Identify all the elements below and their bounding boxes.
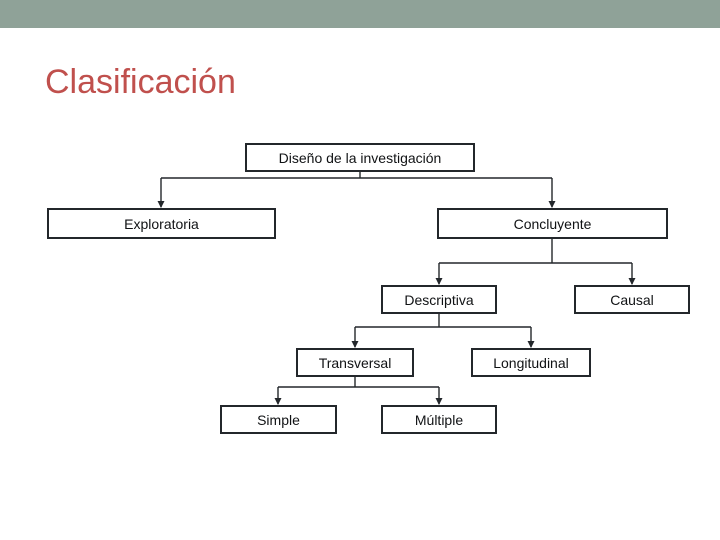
- node-diseno-de-la-investigacion[interactable]: Diseño de la investigación: [245, 143, 475, 172]
- node-descriptiva[interactable]: Descriptiva: [381, 285, 497, 314]
- node-label: Diseño de la investigación: [278, 149, 442, 166]
- node-label: Simple: [257, 411, 300, 428]
- page-title: Clasificación: [45, 63, 236, 101]
- node-label: Causal: [610, 291, 654, 308]
- node-label: Descriptiva: [404, 291, 474, 308]
- node-exploratoria[interactable]: Exploratoria: [47, 208, 276, 239]
- node-transversal[interactable]: Transversal: [296, 348, 414, 377]
- node-causal[interactable]: Causal: [574, 285, 690, 314]
- node-multiple[interactable]: Múltiple: [381, 405, 497, 434]
- node-concluyente[interactable]: Concluyente: [437, 208, 668, 239]
- slide-header-bar: [0, 0, 720, 28]
- node-label: Longitudinal: [493, 354, 569, 371]
- node-longitudinal[interactable]: Longitudinal: [471, 348, 591, 377]
- node-label: Concluyente: [513, 215, 592, 232]
- node-label: Exploratoria: [124, 215, 199, 232]
- node-simple[interactable]: Simple: [220, 405, 337, 434]
- node-label: Múltiple: [414, 411, 464, 428]
- node-label: Transversal: [318, 354, 392, 371]
